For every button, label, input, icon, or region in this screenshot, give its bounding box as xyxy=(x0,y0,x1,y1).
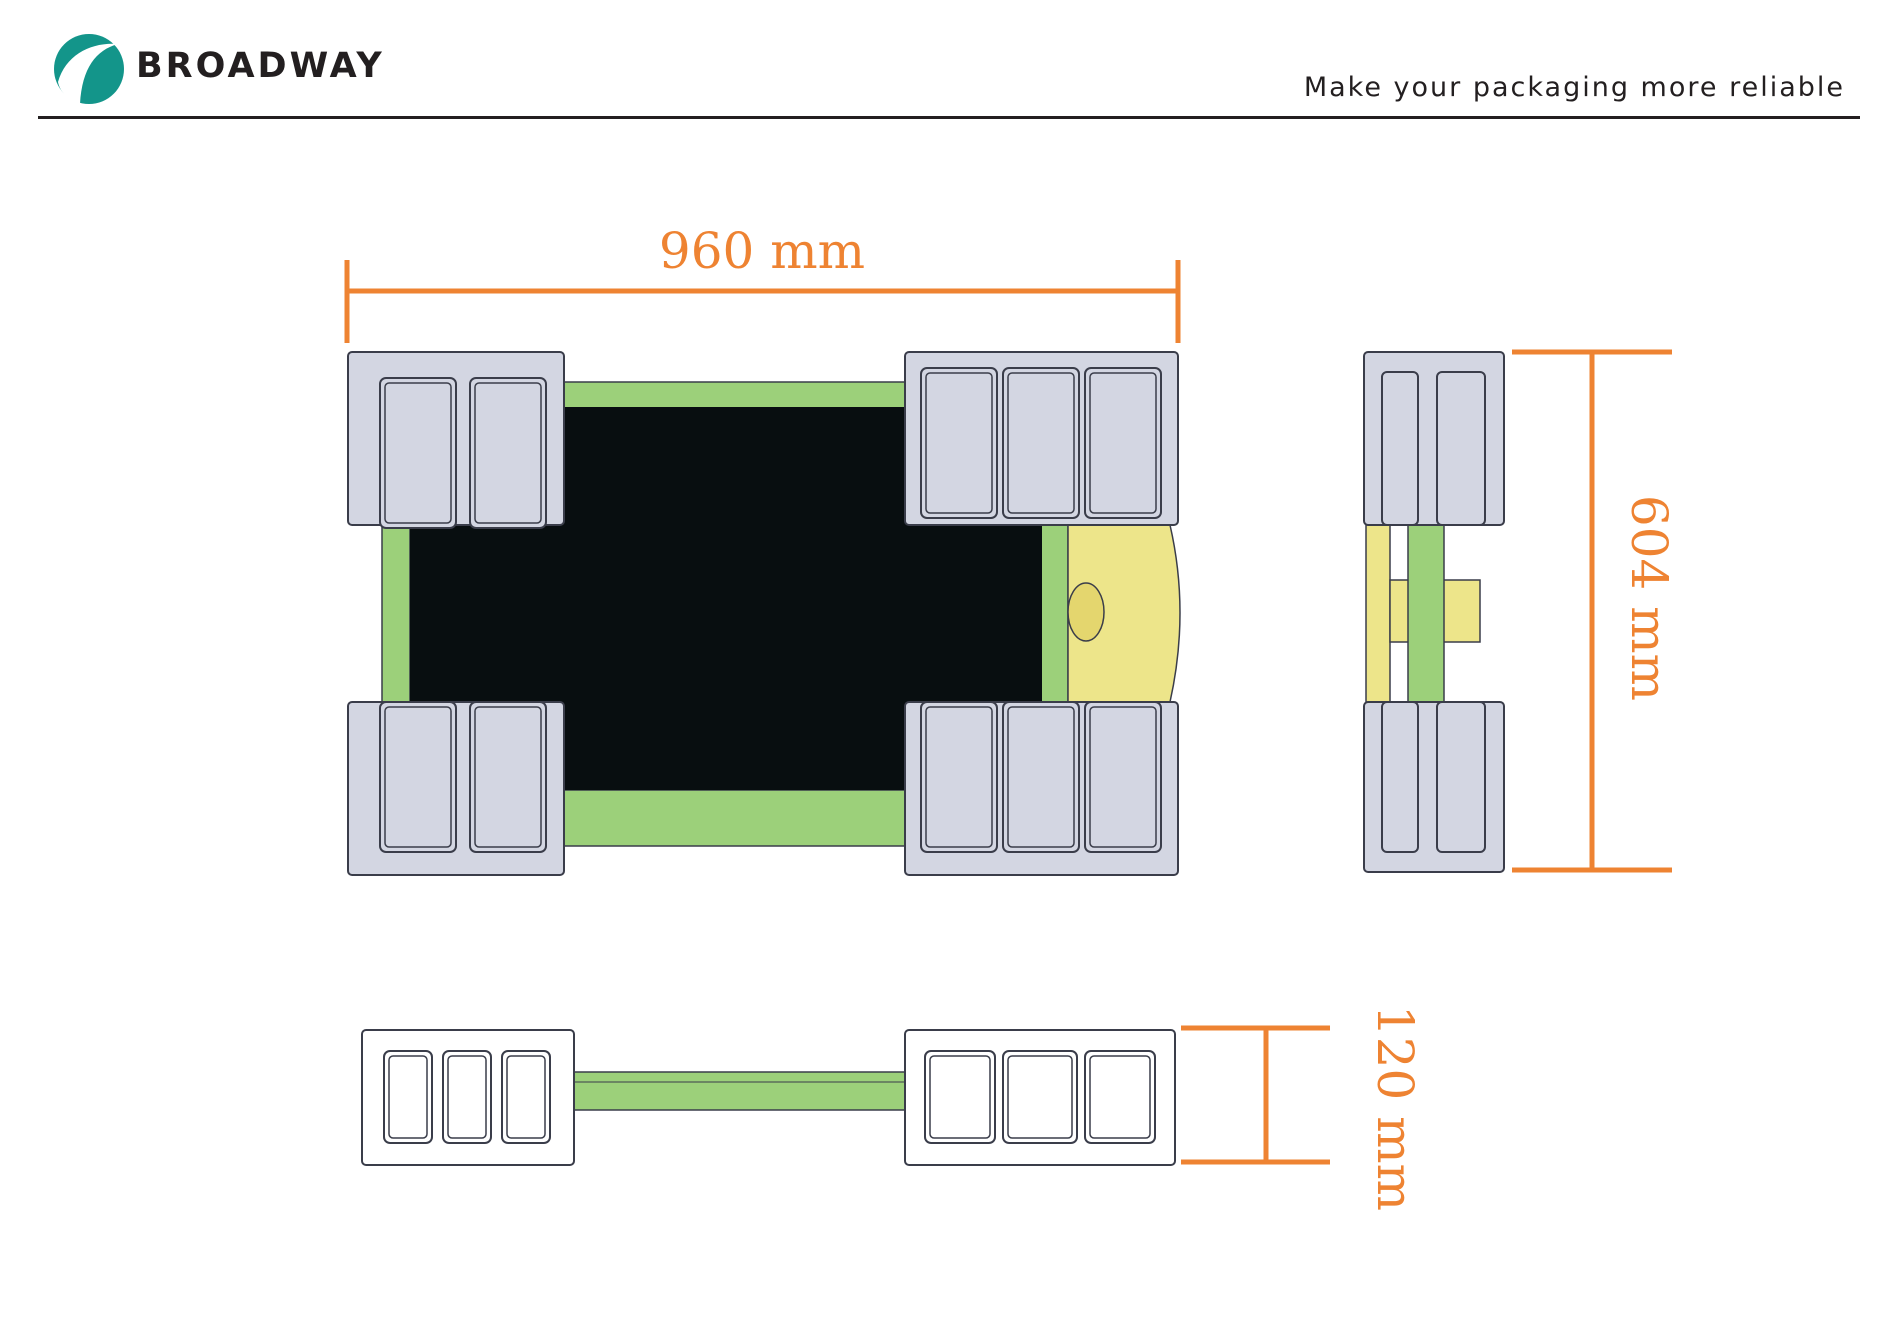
height-label: 120 mm xyxy=(1366,1005,1424,1211)
side-green-rail xyxy=(1407,524,1445,703)
yellow-endcap xyxy=(1067,524,1181,703)
front-view xyxy=(361,1029,1176,1166)
side-foam-bottom xyxy=(1363,701,1505,873)
length-dimension: 960 mm xyxy=(344,222,1181,343)
width-dimension: 604 mm xyxy=(1512,349,1678,873)
length-label: 960 mm xyxy=(659,222,865,280)
page-header: BROADWAY Make your packaging more reliab… xyxy=(0,0,1895,125)
side-view xyxy=(1363,351,1505,873)
foam-block-bottom-left xyxy=(347,701,565,876)
width-label: 604 mm xyxy=(1620,495,1678,701)
top-view xyxy=(347,351,1181,876)
front-green-rail xyxy=(569,1071,911,1111)
side-foam-top xyxy=(1363,351,1505,526)
foam-block-bottom-right xyxy=(904,701,1179,876)
frame-bottom-rail xyxy=(559,789,916,847)
foam-block-top-right xyxy=(904,351,1179,526)
side-yellow-plate xyxy=(1365,524,1391,703)
front-foam-left xyxy=(361,1029,575,1166)
frame-left-rail xyxy=(381,524,411,706)
brand-name: BROADWAY xyxy=(136,46,385,86)
foam-block-top-left xyxy=(347,351,565,529)
frame-right-rail xyxy=(1039,524,1069,706)
broadway-logo-icon xyxy=(54,34,124,104)
height-dimension: 120 mm xyxy=(1181,1005,1424,1211)
tagline: Make your packaging more reliable xyxy=(1303,72,1845,103)
header-divider xyxy=(38,116,1860,119)
front-foam-right xyxy=(904,1029,1176,1166)
yellow-hole xyxy=(1067,582,1105,642)
